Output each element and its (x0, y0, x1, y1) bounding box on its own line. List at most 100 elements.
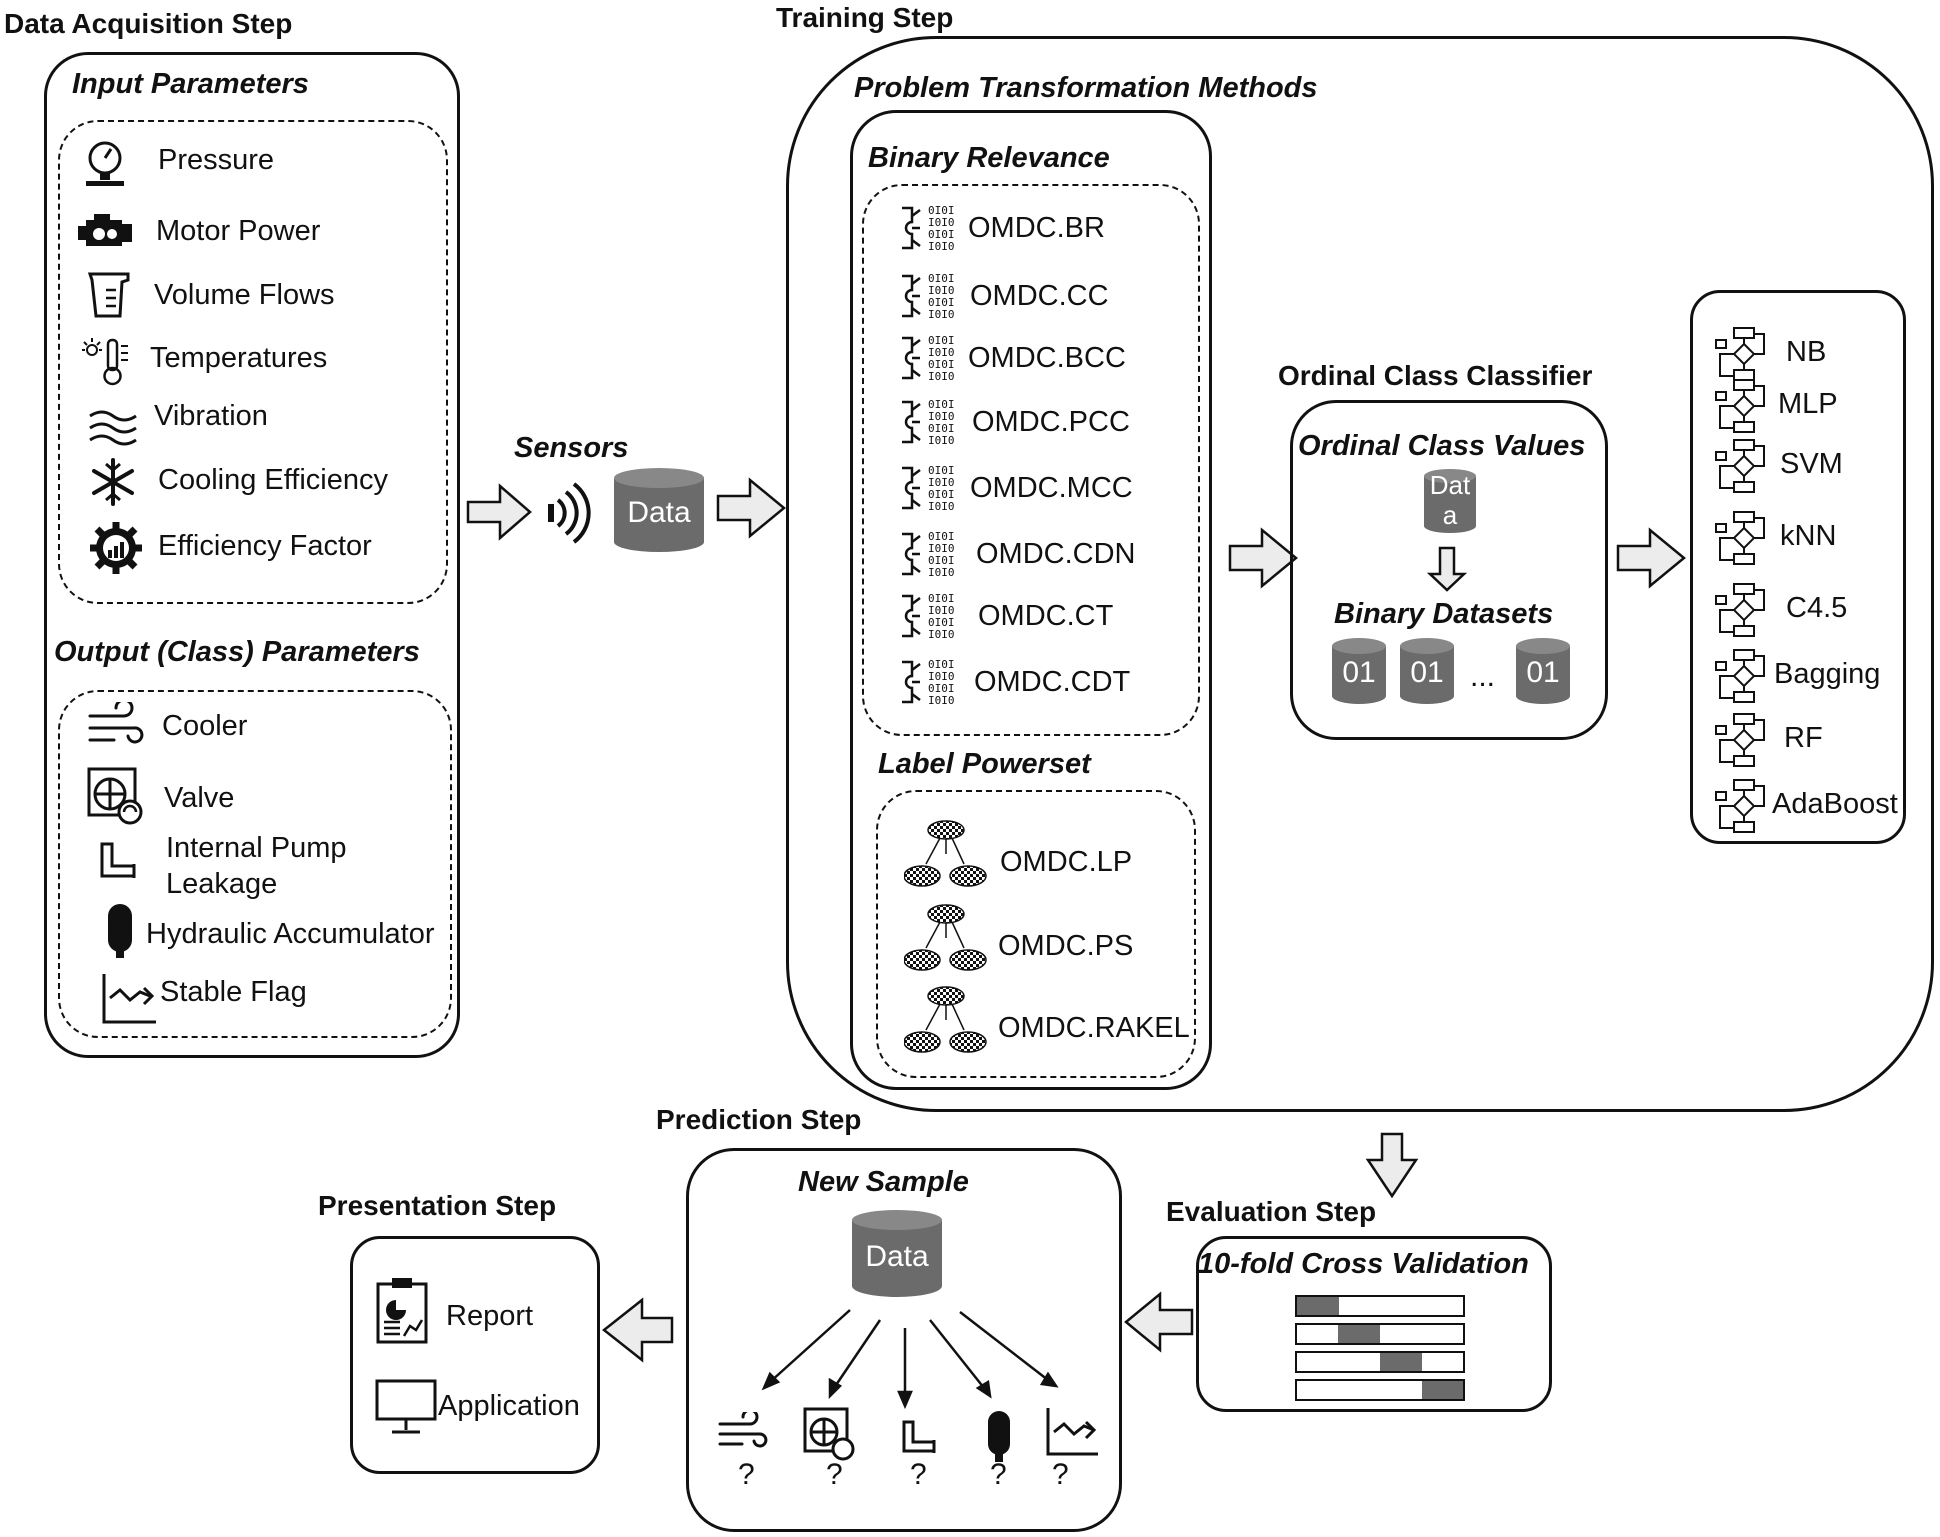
pred-q-stable-flag: ? (1052, 1458, 1069, 1491)
input-item-vibration: Vibration (154, 400, 268, 432)
svg-text:I0I0: I0I0 (928, 628, 955, 641)
input-item-pressure: Pressure (158, 144, 275, 176)
sensors-data-label: Data (627, 496, 691, 529)
flowchart-icon-5 (1715, 583, 1765, 637)
input-parameters-title: Input Parameters (72, 68, 309, 100)
svg-text:0I0I: 0I0I (928, 398, 955, 411)
br-item-5: OMDC.MCC (970, 472, 1133, 504)
classifier-item-3: SVM (1780, 448, 1843, 480)
lp-box (876, 790, 1196, 1078)
output-parameters-box (58, 690, 452, 1038)
svg-text:I0I0: I0I0 (928, 370, 955, 383)
new-sample-data-label: Data (865, 1240, 929, 1273)
lp-item-1: OMDC.LP (1000, 846, 1133, 878)
training-step-title: Training Step (776, 2, 954, 33)
stable-flag-chart-icon (102, 974, 156, 1024)
tree-icon-1 (904, 820, 987, 887)
new-sample-database-icon (852, 1210, 942, 1297)
valve-fan-icon (87, 767, 143, 825)
wind-cooler-icon (88, 702, 144, 744)
snowflake-icon (92, 458, 134, 506)
svg-text:I0I0: I0I0 (928, 566, 955, 579)
lp-item-2: OMDC.PS (998, 930, 1134, 962)
bd-label-2: 01 (1410, 656, 1444, 689)
br-box (862, 184, 1200, 736)
pressure-gauge-icon (86, 141, 124, 186)
svg-text:I0I0: I0I0 (928, 216, 955, 229)
classifiers-panel (1690, 290, 1906, 844)
output-item-valve: Valve (164, 782, 235, 814)
presentation-application: Application (438, 1390, 580, 1422)
bd-ellipsis: ... (1470, 660, 1496, 693)
report-clipboard-icon (376, 1278, 428, 1344)
bd-label-3: 01 (1526, 656, 1560, 689)
bd-title: Binary Datasets (1334, 598, 1554, 630)
svg-text:0I0I: 0I0I (928, 204, 955, 217)
output-item-hydraulic-accumulator: Hydraulic Accumulator (146, 918, 435, 950)
tree-icon-2 (904, 904, 987, 971)
lp-item-3: OMDC.RAKEL (998, 1012, 1190, 1044)
sensors-database-icon (614, 468, 704, 552)
flowchart-icon-3 (1715, 439, 1765, 493)
svg-text:0I0I: 0I0I (928, 682, 955, 695)
cv-title: 10-fold Cross Validation (1198, 1248, 1529, 1280)
classifier-item-5: C4.5 (1786, 592, 1848, 624)
output-item-internal-pump: Internal Pump (166, 832, 347, 864)
arrow-ptm-to-occ (1228, 527, 1298, 589)
br-item-7: OMDC.CT (978, 600, 1114, 632)
occ-panel (1290, 400, 1608, 740)
output-item-cooler: Cooler (162, 710, 248, 742)
output-parameters-title: Output (Class) Parameters (54, 636, 420, 668)
svg-text:0I0I: 0I0I (928, 228, 955, 241)
svg-text:I0I0: I0I0 (928, 434, 955, 447)
br-item-4: OMDC.PCC (972, 406, 1130, 438)
cross-validation-folds-icon (1295, 1295, 1465, 1401)
br-item-3: OMDC.BCC (968, 342, 1126, 374)
vibration-waves-icon (89, 410, 137, 446)
input-item-cooling-efficiency: Cooling Efficiency (158, 464, 388, 496)
pred-q-pump: ? (910, 1458, 927, 1491)
br-item-1: OMDC.BR (968, 212, 1105, 244)
input-item-volume-flows: Volume Flows (154, 279, 335, 311)
br-item-8: OMDC.CDT (974, 666, 1131, 698)
pred-q-accumulator: ? (990, 1458, 1007, 1491)
svg-text:I0I0: I0I0 (928, 346, 955, 359)
svg-text:0I0I: 0I0I (928, 464, 955, 477)
efficiency-gear-icon (90, 522, 142, 574)
classifier-item-8: AdaBoost (1772, 788, 1898, 820)
ocv-database-icon (1424, 469, 1476, 533)
flowchart-icon-8 (1715, 779, 1765, 833)
acquisition-step-title: Data Acquisition Step (4, 8, 293, 39)
svg-text:0I0I: 0I0I (928, 530, 955, 543)
br-item-6: OMDC.CDN (976, 538, 1136, 570)
thermometer-sun-icon (82, 338, 128, 386)
bd-label-1: 01 (1342, 656, 1376, 689)
br-title: Binary Relevance (868, 142, 1110, 174)
input-item-motor-power: Motor Power (156, 215, 321, 247)
ocv-data-label: Dat a (1418, 470, 1482, 530)
evaluation-panel (1196, 1236, 1552, 1412)
svg-text:I0I0: I0I0 (928, 476, 955, 489)
svg-text:0I0I: 0I0I (928, 334, 955, 347)
flowchart-icon-7 (1715, 713, 1765, 767)
svg-text:I0I0: I0I0 (928, 410, 955, 423)
svg-text:0I0I: 0I0I (928, 592, 955, 605)
svg-text:0I0I: 0I0I (928, 554, 955, 567)
presentation-report: Report (446, 1300, 534, 1332)
prediction-step-title: Prediction Step (656, 1104, 862, 1135)
ocv-data-line2: a (1442, 500, 1458, 530)
arrow-prediction-to-presentation (601, 1297, 674, 1363)
arrow-eval-to-prediction (1124, 1291, 1194, 1353)
occ-title: Ordinal Class Classifier (1278, 360, 1593, 391)
svg-text:I0I0: I0I0 (928, 604, 955, 617)
new-sample-title: New Sample (798, 1166, 969, 1198)
ptm-panel (850, 110, 1212, 1090)
classifier-item-2: MLP (1778, 388, 1838, 420)
